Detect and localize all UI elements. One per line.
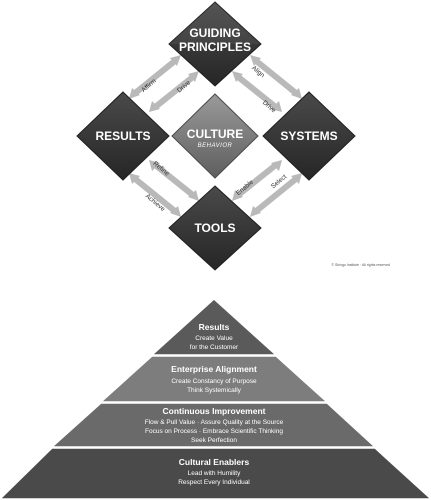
tier-continuous-improvement-line-3: Seek Perfection bbox=[191, 437, 237, 444]
arrow-drive-right bbox=[232, 71, 282, 112]
arrow-refine bbox=[149, 160, 199, 201]
tier-results-title: Results bbox=[199, 322, 230, 332]
arrow-label-drive-right: Drive bbox=[261, 99, 277, 114]
culture-sublabel: BEHAVIOR bbox=[198, 143, 233, 149]
arrow-align bbox=[250, 55, 302, 99]
node-systems: SYSTEMS bbox=[262, 91, 356, 181]
results-label: RESULTS bbox=[95, 129, 150, 143]
tier-enterprise-alignment-line-2: Think Systemically bbox=[187, 387, 242, 394]
node-results: RESULTS bbox=[76, 91, 170, 181]
pyramid-tier-continuous-improvement bbox=[50, 402, 377, 448]
tier-results-line-2: for the Customer bbox=[190, 344, 239, 351]
pyramid-tier-enterprise-alignment bbox=[99, 355, 329, 403]
tier-continuous-improvement-line-2: Focus on Process · Embrace Scientific Th… bbox=[145, 428, 283, 435]
tier-continuous-improvement-line-1: Flow & Pull Value · Assure Quality at th… bbox=[145, 419, 284, 426]
tier-cultural-enablers-line-1: Lead with Humility bbox=[188, 470, 241, 477]
tier-results-line-1: Create Value bbox=[195, 335, 233, 342]
node-tools: TOOLS bbox=[168, 185, 262, 271]
pyramid-tier-results bbox=[150, 297, 278, 356]
arrow-enable bbox=[232, 160, 282, 201]
guiding-principles-line2: PRINCIPLES bbox=[179, 40, 251, 54]
diagram-copyright: © Shingo Institute · All rights reserved bbox=[331, 263, 390, 267]
culture-label: CULTURE bbox=[187, 127, 243, 141]
arrow-label-refine: Refine bbox=[152, 160, 171, 178]
tier-enterprise-alignment-title: Enterprise Alignment bbox=[171, 364, 257, 374]
pyramid: Results Create Value for the Customer En… bbox=[0, 297, 431, 500]
arrow-affirm bbox=[129, 55, 181, 99]
tier-cultural-enablers-line-2: Respect Every Individual bbox=[178, 479, 250, 486]
arrow-label-affirm: Affirm bbox=[140, 78, 157, 94]
guiding-principles-line1: GUIDING bbox=[189, 26, 240, 40]
systems-label: SYSTEMS bbox=[280, 129, 337, 143]
node-culture: CULTURE BEHAVIOR bbox=[171, 93, 259, 179]
tier-cultural-enablers-title: Cultural Enablers bbox=[179, 457, 250, 467]
pyramid-tier-cultural-enablers bbox=[0, 447, 431, 500]
arrow-achieve bbox=[129, 173, 181, 217]
tier-enterprise-alignment-line-1: Create Constancy of Purpose bbox=[171, 378, 257, 385]
arrow-select bbox=[250, 173, 302, 217]
arrow-drive-left bbox=[149, 71, 199, 112]
tools-label: TOOLS bbox=[194, 221, 235, 235]
node-guiding-principles: GUIDING PRINCIPLES bbox=[168, 1, 262, 87]
arrow-label-enable: Enable bbox=[235, 178, 255, 197]
tier-continuous-improvement-title: Continuous Improvement bbox=[163, 406, 266, 416]
